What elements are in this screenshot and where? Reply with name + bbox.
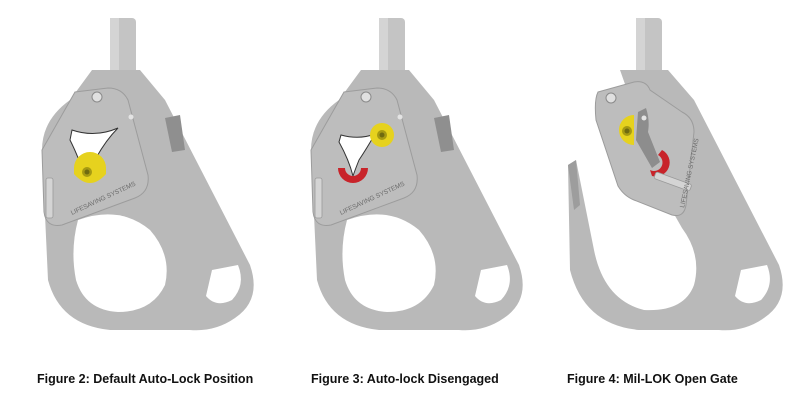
yellow-lock-indicator [370,123,394,147]
screw-icon [605,92,617,104]
hook-eye-hole [206,265,241,304]
figure-auto-lock-disengaged: LIFESAVING SYSTEMS Figure 3: Auto-lock D… [267,0,534,413]
figure-mil-lok-open-gate: LIFESAVING SYSTEMS Figure 4: Mil-LOK Ope… [534,0,800,413]
yellow-lock-indicator [619,115,634,145]
red-disengaged-indicator [338,168,368,183]
hook-opening [342,214,436,312]
red-disengaged-indicator [650,150,670,177]
figure-caption: Figure 4: Mil-LOK Open Gate [567,372,738,386]
figure-caption: Figure 2: Default Auto-Lock Position [37,372,254,386]
hook-eye-hole [735,265,770,304]
cam-window [338,133,377,178]
hook-opening [73,214,167,312]
yellow-lock-indicator [74,152,106,183]
finger-tab [314,177,323,219]
screw-icon [91,91,103,103]
hook-eye-hole [475,265,510,304]
figure-default-auto-lock: LIFESAVING SYSTEMS Figure 2: Default Aut… [0,0,267,413]
screw-icon [360,91,372,103]
figure-caption: Figure 3: Auto-lock Disengaged [311,372,499,386]
hook-render-open-gate: LIFESAVING SYSTEMS [568,18,783,331]
hook-render-locked: LIFESAVING SYSTEMS [41,18,254,331]
finger-tab [653,171,692,192]
hook-render-disengaged: LIFESAVING SYSTEMS [310,18,523,331]
gate-plate [310,87,418,226]
finger-tab [45,177,54,219]
